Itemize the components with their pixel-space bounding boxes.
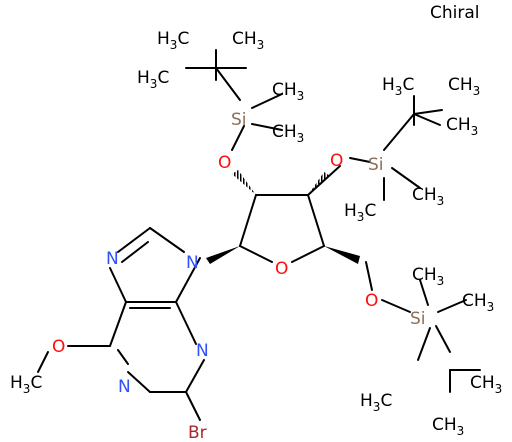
svg-text:CH3: CH3	[470, 373, 502, 396]
methyl-label-bottom-2: CH3	[462, 291, 494, 314]
svg-text:H3C: H3C	[10, 373, 42, 396]
methyl-label-right-3: CH3	[446, 115, 478, 138]
svg-text:H3C: H3C	[137, 68, 169, 91]
svg-text:H3C: H3C	[157, 29, 189, 52]
oxygen-atom-5prime: O	[365, 291, 378, 311]
methyl-label-bottom-5: CH3	[432, 415, 464, 438]
oxygen-atom-2prime: O	[218, 153, 231, 173]
bond-lines	[37, 49, 481, 421]
methyl-label-right-4: CH3	[412, 185, 444, 208]
nitrogen-atom-n3: N	[196, 341, 209, 361]
methyl-label-bottom-3: CH3	[470, 373, 502, 396]
atom-labels: H3C CH3 H3C CH3 CH3 Si O H3C CH3 CH3 CH3…	[10, 29, 502, 442]
oxygen-atom-methoxy: O	[52, 337, 65, 357]
methyl-label-right-5: H3C	[344, 201, 376, 224]
methyl-label-methoxy: H3C	[10, 373, 42, 396]
nitrogen-atom-n9: N	[186, 253, 199, 273]
svg-text:CH3: CH3	[412, 265, 444, 288]
methyl-label-top-4: CH3	[272, 80, 304, 103]
svg-text:CH3: CH3	[448, 75, 480, 98]
svg-text:CH3: CH3	[412, 185, 444, 208]
methyl-label-bottom-1: CH3	[412, 265, 444, 288]
svg-text:CH3: CH3	[272, 80, 304, 103]
svg-text:CH3: CH3	[432, 415, 464, 438]
svg-text:H3C: H3C	[344, 201, 376, 224]
methyl-label-right-1: H3C	[382, 75, 414, 98]
nitrogen-atom-n7: N	[106, 249, 119, 269]
methyl-label-bottom-4: H3C	[360, 391, 392, 414]
svg-text:CH3: CH3	[232, 29, 264, 52]
oxygen-atom-ring: O	[275, 259, 288, 279]
chiral-annotation: Chiral	[430, 3, 480, 23]
methyl-label-top-1: H3C	[157, 29, 189, 52]
svg-text:H3C: H3C	[360, 391, 392, 414]
stereo-bonds	[206, 170, 360, 264]
svg-text:CH3: CH3	[462, 291, 494, 314]
silicon-atom-right: Si	[368, 155, 384, 175]
methyl-label-top-2: CH3	[232, 29, 264, 52]
oxygen-atom-3prime: O	[330, 151, 343, 171]
methyl-label-top-3: H3C	[137, 68, 169, 91]
methyl-label-right-2: CH3	[448, 75, 480, 98]
bromine-atom: Br	[188, 423, 207, 442]
methyl-label-top-5: CH3	[272, 122, 304, 145]
svg-text:CH3: CH3	[446, 115, 478, 138]
silicon-atom-top: Si	[231, 110, 247, 130]
svg-text:H3C: H3C	[382, 75, 414, 98]
silicon-atom-bottom: Si	[410, 309, 426, 329]
nitrogen-atom-n1: N	[118, 377, 131, 397]
svg-text:CH3: CH3	[272, 122, 304, 145]
